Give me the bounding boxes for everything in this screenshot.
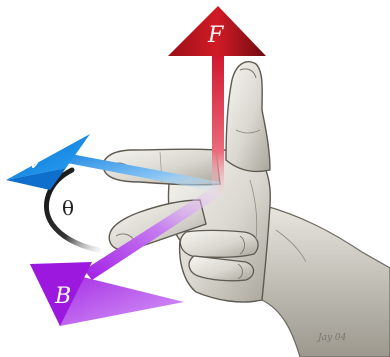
force-vector-shaft <box>212 52 224 194</box>
hand-illustration <box>103 62 390 357</box>
artist-signature: Jay 04 <box>316 333 347 343</box>
velocity-vector-label: v <box>28 149 41 174</box>
ring-finger <box>180 231 258 258</box>
angle-label: θ <box>62 196 74 220</box>
force-vector-label: F <box>207 23 224 48</box>
thumb <box>226 62 270 172</box>
field-vector-label: B <box>54 284 71 309</box>
